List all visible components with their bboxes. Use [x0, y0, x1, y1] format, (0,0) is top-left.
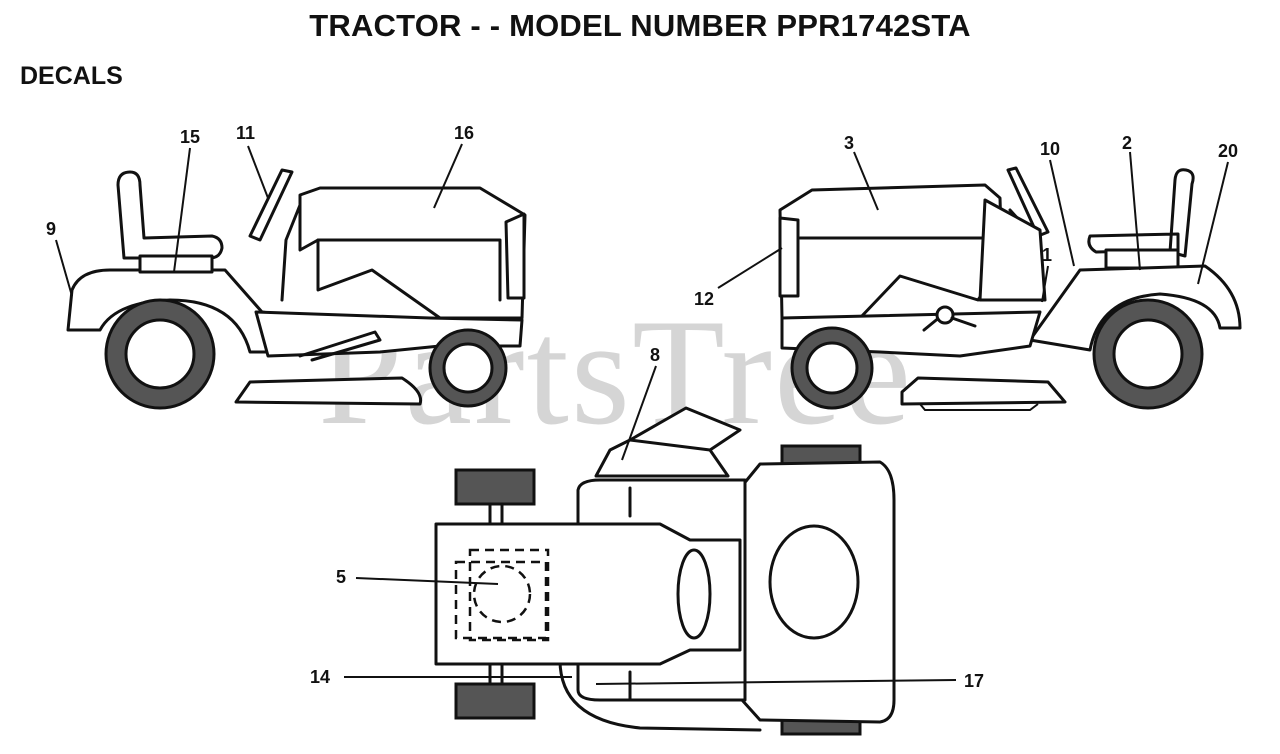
leader-12	[717, 247, 783, 289]
rear-wheel-hub	[124, 318, 196, 390]
steering-wheel	[248, 168, 294, 242]
hood	[778, 183, 1004, 320]
leader-3	[853, 151, 879, 211]
leader-11	[247, 145, 269, 199]
lift-lever-knob	[935, 305, 955, 325]
tractor-left-side-view	[66, 168, 527, 410]
hood-line	[316, 238, 502, 302]
steering-column	[280, 203, 302, 302]
callout-17: 17	[964, 671, 985, 691]
callout-16: 16	[454, 123, 475, 143]
callout-2: 2	[1122, 133, 1133, 153]
air-filter-outline	[472, 564, 532, 624]
tractor-top-view	[434, 406, 896, 736]
engine-outline-inner	[468, 548, 550, 642]
callout-11: 11	[236, 123, 256, 143]
leader-15	[173, 147, 191, 273]
steering-wheel-top	[676, 548, 712, 640]
leader-1	[1041, 265, 1049, 303]
callout-12: 12	[694, 289, 715, 309]
callout-8: 8	[650, 345, 661, 365]
callout-5: 5	[336, 567, 347, 587]
front-axle-top	[488, 502, 504, 526]
seat-pedestal	[1104, 248, 1180, 270]
leader-lines	[55, 143, 1229, 685]
callout-14: 14	[310, 667, 331, 687]
rear-wheel-hub	[1112, 318, 1184, 390]
mower-deck	[900, 376, 1067, 406]
leader-8	[621, 365, 657, 461]
callout-1: 1	[1042, 245, 1053, 265]
chute-line	[628, 438, 712, 452]
callout-20: 20	[1218, 141, 1239, 161]
grille	[778, 216, 800, 298]
lift-lever	[298, 330, 382, 362]
leader-2	[1129, 151, 1141, 271]
front-wheel-top	[454, 468, 536, 506]
leader-5	[355, 577, 499, 585]
diagram-title: TRACTOR - - MODEL NUMBER PPR1742STA	[309, 8, 971, 43]
engine-outline-outer	[454, 560, 548, 640]
leader-10	[1049, 159, 1075, 267]
callout-10: 10	[1040, 139, 1061, 159]
front-wheel-bottom	[454, 682, 536, 720]
seat-top	[768, 524, 860, 640]
section-heading: DECALS	[20, 62, 123, 90]
callout-15: 15	[180, 127, 201, 147]
hood-top	[434, 522, 742, 666]
dash-panel	[978, 198, 1047, 302]
lift-lever-arm	[950, 316, 977, 328]
mower-deck	[234, 376, 423, 406]
front-wheel-hub	[805, 341, 859, 395]
seat	[116, 170, 224, 260]
grille	[504, 212, 526, 300]
leader-16	[433, 143, 463, 209]
leader-20	[1197, 161, 1229, 285]
rear-fender	[1028, 264, 1242, 352]
leader-17	[595, 679, 957, 685]
leader-9	[55, 239, 73, 297]
callout-9: 9	[46, 219, 57, 239]
front-axle-bottom	[488, 662, 504, 686]
mower-deck-skirt	[919, 403, 1039, 411]
discharge-chute	[594, 406, 742, 478]
tractor-right-side-view	[778, 166, 1242, 411]
front-wheel-hub	[442, 342, 494, 394]
callout-3: 3	[844, 133, 855, 153]
hood	[298, 186, 527, 320]
seat	[1087, 168, 1195, 258]
deck-curve	[558, 658, 762, 732]
